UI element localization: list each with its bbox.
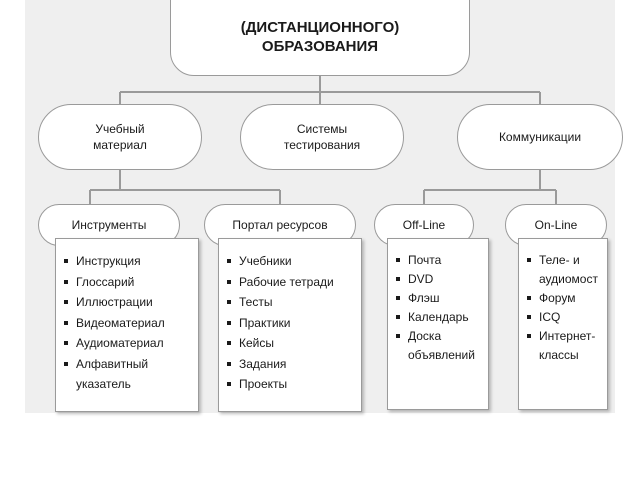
connector-root — [119, 76, 541, 104]
root-node: (ДИСТАНЦИОННОГО) ОБРАЗОВАНИЯ — [170, 0, 470, 76]
list-item: Рабочие тетради — [227, 272, 353, 293]
node-label: Off-Line — [402, 218, 446, 232]
list-item: Кейсы — [227, 333, 353, 354]
node-label: On-Line — [534, 218, 578, 232]
list-item: Алфавитный указатель — [64, 354, 166, 395]
node-kommunikacii: Коммуникации — [457, 104, 623, 170]
list-item: Календарь — [396, 308, 480, 327]
node-label: тестирования — [283, 138, 361, 152]
list-item: Практики — [227, 313, 353, 334]
list-item: Доска объявлений — [396, 327, 480, 365]
list-instrumenty: Инструкция Глоссарий Иллюстрации Видеома… — [55, 238, 199, 412]
list-item: Почта — [396, 251, 480, 270]
node-uchebny-material: Учебный материал — [38, 104, 202, 170]
node-sistemy-testirovaniya: Системы тестирования — [240, 104, 404, 170]
list-item: Интернет-классы — [527, 327, 599, 365]
list-item: Форум — [527, 289, 599, 308]
list-item: Проекты — [227, 374, 353, 395]
node-label: Системы — [296, 122, 348, 136]
node-label: Портал ресурсов — [232, 218, 328, 232]
list-item: DVD — [396, 270, 480, 289]
node-label: Инструменты — [71, 218, 147, 232]
list-item: Тесты — [227, 292, 353, 313]
node-label: Коммуникации — [498, 130, 582, 144]
list-item: Учебники — [227, 251, 353, 272]
list-item: Иллюстрации — [64, 292, 190, 313]
list-offline: Почта DVD Флэш Календарь Доска объявлени… — [387, 238, 489, 410]
connector-uchebny — [89, 170, 281, 204]
list-item: Флэш — [396, 289, 480, 308]
node-label: материал — [93, 138, 147, 152]
root-title-line2: ОБРАЗОВАНИЯ — [261, 38, 379, 55]
list-item: Видеоматериал — [64, 313, 190, 334]
list-portal-resursov: Учебники Рабочие тетради Тесты Практики … — [218, 238, 362, 412]
list-item: Теле- и аудиомост — [527, 251, 599, 289]
list-item: ICQ — [527, 308, 599, 327]
list-item: Глоссарий — [64, 272, 190, 293]
list-item: Задания — [227, 354, 353, 375]
root-title-line1: (ДИСТАНЦИОННОГО) — [240, 19, 400, 36]
node-label: Учебный — [95, 122, 145, 136]
list-item: Инструкция — [64, 251, 190, 272]
list-item: Аудиоматериал — [64, 333, 190, 354]
list-online: Теле- и аудиомост Форум ICQ Интернет-кла… — [518, 238, 608, 410]
connector-kommunikacii — [423, 170, 557, 204]
